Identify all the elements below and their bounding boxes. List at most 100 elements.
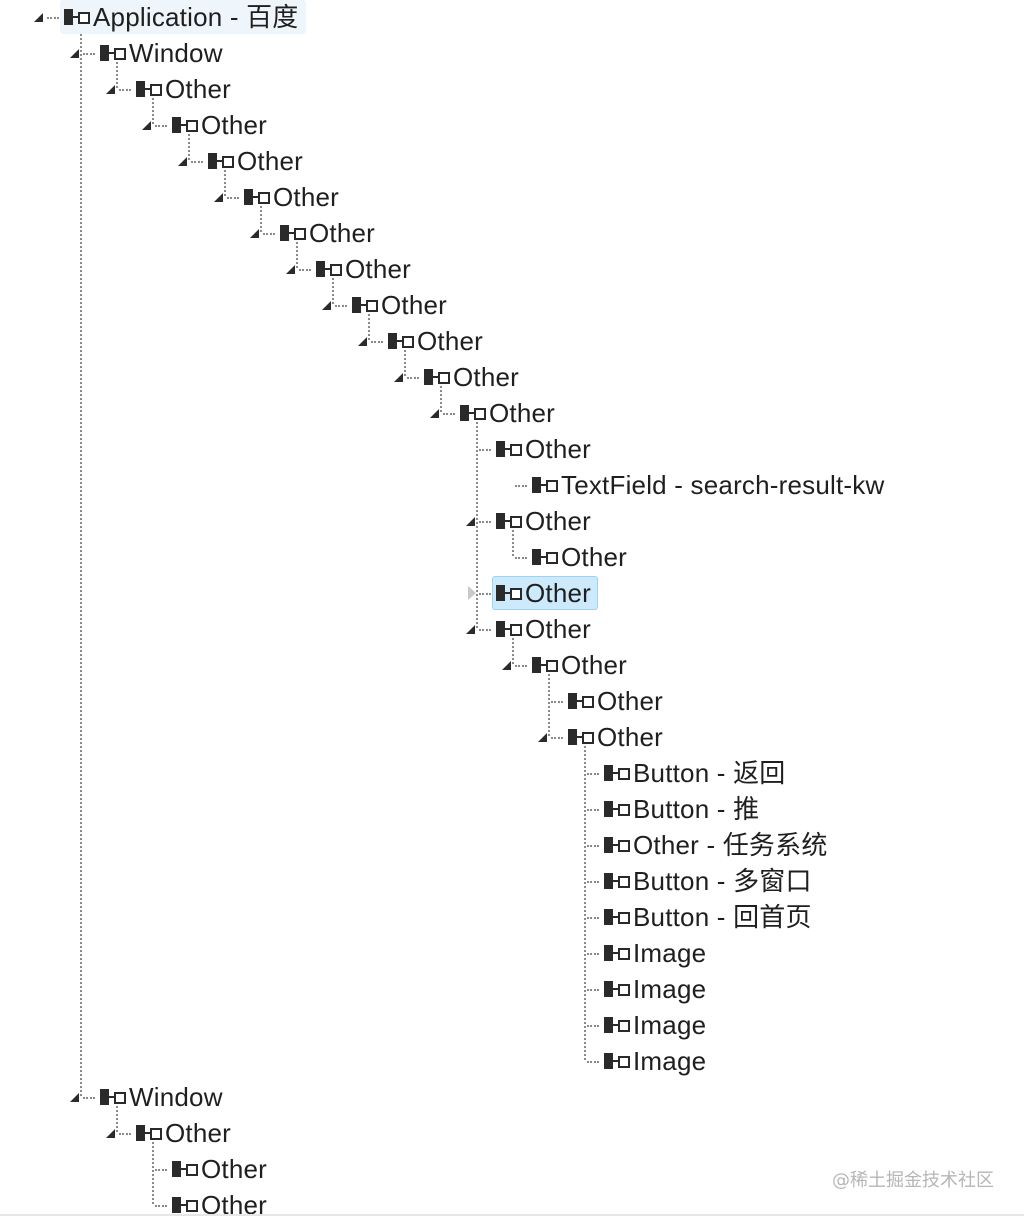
tree-node[interactable]: Other	[462, 576, 599, 610]
tree-node[interactable]: Other	[174, 144, 310, 178]
node-content[interactable]: Other	[132, 1116, 238, 1150]
tree-node[interactable]: TextField - search-result-kw	[498, 468, 891, 502]
node-label: Image	[633, 938, 707, 968]
tree-node[interactable]: Image	[570, 972, 713, 1006]
triangle-expanded-icon	[106, 85, 115, 94]
disclosure-expanded-icon[interactable]	[498, 648, 528, 682]
tree-node[interactable]: Other	[534, 684, 670, 718]
node-content[interactable]: Other	[240, 180, 346, 214]
disclosure-expanded-icon[interactable]	[282, 252, 312, 286]
disclosure-expanded-icon[interactable]	[66, 1080, 96, 1114]
tree-node[interactable]: Other	[390, 360, 526, 394]
node-content[interactable]: Other	[204, 144, 310, 178]
tree-node[interactable]: Other	[462, 612, 598, 646]
node-content[interactable]: Application - 百度	[60, 0, 306, 34]
disclosure-expanded-icon[interactable]	[30, 0, 60, 34]
node-content[interactable]: Other	[348, 288, 454, 322]
connector-dash	[119, 89, 131, 91]
node-content[interactable]: Other	[492, 504, 598, 538]
tree-node[interactable]: Other	[102, 1116, 238, 1150]
node-content[interactable]: Other	[492, 432, 598, 466]
node-content[interactable]: Other	[528, 540, 634, 574]
node-content[interactable]: Other	[276, 216, 382, 250]
disclosure-expanded-icon[interactable]	[210, 180, 240, 214]
tree-node[interactable]: Image	[570, 1044, 713, 1078]
tree-node[interactable]: Other	[318, 288, 454, 322]
tree-node[interactable]: Button - 推	[570, 792, 766, 826]
disclosure-expanded-icon[interactable]	[174, 144, 204, 178]
tree-node[interactable]: Window	[66, 1080, 230, 1114]
tree-node[interactable]: Other	[138, 1152, 274, 1186]
tree-node[interactable]: Button - 返回	[570, 756, 792, 790]
node-label: Other	[201, 110, 268, 140]
node-label: Button - 多窗口	[633, 866, 812, 896]
disclosure-expanded-icon[interactable]	[354, 324, 384, 358]
node-content[interactable]: Window	[96, 36, 230, 70]
tree-node[interactable]: Other	[534, 720, 670, 754]
element-icon	[136, 79, 162, 99]
disclosure-expanded-icon[interactable]	[246, 216, 276, 250]
element-icon	[604, 943, 630, 963]
disclosure-expanded-icon[interactable]	[390, 360, 420, 394]
node-content[interactable]: Other	[564, 684, 670, 718]
node-content[interactable]: Other	[456, 396, 562, 430]
node-content[interactable]: Image	[600, 1008, 713, 1042]
node-content[interactable]: Other	[420, 360, 526, 394]
node-content[interactable]: Other	[564, 720, 670, 754]
triangle-expanded-icon	[538, 733, 547, 742]
selected-node-highlight[interactable]: Other	[492, 576, 599, 610]
node-content[interactable]: Button - 回首页	[600, 900, 819, 934]
disclosure-expanded-icon[interactable]	[66, 36, 96, 70]
node-content[interactable]: Image	[600, 936, 713, 970]
leaf-connector	[498, 540, 528, 574]
disclosure-expanded-icon[interactable]	[102, 1116, 132, 1150]
tree-node[interactable]: Other	[102, 72, 238, 106]
element-icon	[604, 835, 630, 855]
node-content[interactable]: Other	[384, 324, 490, 358]
tree-node[interactable]: Image	[570, 1008, 713, 1042]
node-content[interactable]: Button - 多窗口	[600, 864, 819, 898]
node-content[interactable]: Other	[168, 1152, 274, 1186]
disclosure-collapsed-icon[interactable]	[462, 576, 492, 610]
disclosure-expanded-icon[interactable]	[102, 72, 132, 106]
disclosure-expanded-icon[interactable]	[462, 612, 492, 646]
tree-node[interactable]: Button - 多窗口	[570, 864, 819, 898]
node-content[interactable]: Other	[168, 108, 274, 142]
node-content[interactable]: Other	[132, 72, 238, 106]
tree-node[interactable]: Image	[570, 936, 713, 970]
node-content[interactable]: Image	[600, 972, 713, 1006]
tree-node[interactable]: Other	[462, 432, 598, 466]
node-content[interactable]: TextField - search-result-kw	[528, 468, 891, 502]
tree-node[interactable]: Other	[138, 1188, 274, 1222]
tree-node[interactable]: Application - 百度	[30, 0, 306, 34]
node-content[interactable]: Button - 返回	[600, 756, 792, 790]
disclosure-expanded-icon[interactable]	[462, 504, 492, 538]
tree-node[interactable]: Other	[210, 180, 346, 214]
tree-node[interactable]: Other	[354, 324, 490, 358]
tree-node[interactable]: Other	[246, 216, 382, 250]
element-icon	[316, 259, 342, 279]
node-content[interactable]: Window	[96, 1080, 230, 1114]
tree-node[interactable]: Other	[426, 396, 562, 430]
node-content[interactable]: Button - 推	[600, 792, 766, 826]
tree-node[interactable]: Other	[282, 252, 418, 286]
tree-node[interactable]: Other - 任务系统	[570, 828, 835, 862]
node-content[interactable]: Other	[528, 648, 634, 682]
disclosure-expanded-icon[interactable]	[426, 396, 456, 430]
disclosure-expanded-icon[interactable]	[534, 720, 564, 754]
element-icon	[568, 691, 594, 711]
tree-node[interactable]: Window	[66, 36, 230, 70]
tree-node[interactable]: Other	[498, 648, 634, 682]
node-content[interactable]: Other	[312, 252, 418, 286]
node-content[interactable]: Other	[492, 612, 598, 646]
disclosure-expanded-icon[interactable]	[318, 288, 348, 322]
tree-node[interactable]: Other	[138, 108, 274, 142]
tree-node[interactable]: Other	[498, 540, 634, 574]
tree-node[interactable]: Button - 回首页	[570, 900, 819, 934]
node-content[interactable]: Other	[168, 1188, 274, 1222]
disclosure-expanded-icon[interactable]	[138, 108, 168, 142]
tree-node[interactable]: Other	[462, 504, 598, 538]
leaf-connector	[570, 972, 600, 1006]
node-content[interactable]: Other - 任务系统	[600, 828, 835, 862]
node-content[interactable]: Image	[600, 1044, 713, 1078]
